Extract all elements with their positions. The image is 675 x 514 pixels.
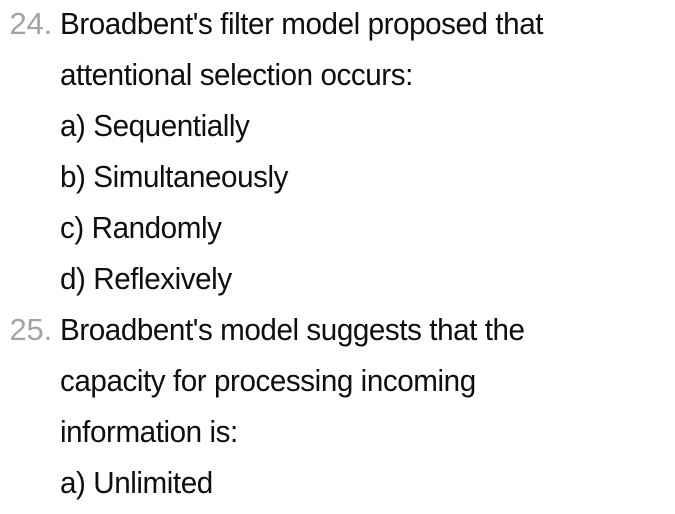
question-25-number: 25. [9, 312, 53, 347]
option-label: Randomly [91, 210, 222, 245]
question-24-option-d[interactable]: d) Reflexively [0, 259, 675, 310]
option-letter: b) [60, 159, 86, 194]
question-24-option-b-text: b) Simultaneously [60, 157, 288, 197]
option-label: Simultaneously [93, 159, 289, 194]
question-24-option-a[interactable]: a) Sequentially [0, 106, 675, 157]
option-letter: a) [60, 108, 86, 143]
question-25-option-a[interactable]: a) Unlimited [0, 463, 675, 514]
question-25-prompt-line-1: Broadbent's model suggests that the [60, 312, 525, 347]
option-letter: d) [60, 261, 86, 296]
question-24-option-c-text: c) Randomly [60, 208, 222, 248]
question-24-prompt-line-2: attentional selection occurs: [60, 57, 413, 92]
question-24-option-a-text: a) Sequentially [60, 106, 250, 146]
question-24-line-1: 24. Broadbent's filter model proposed th… [0, 4, 675, 55]
option-letter: a) [60, 465, 86, 500]
option-label: Unlimited [93, 465, 213, 500]
question-24-option-d-text: d) Reflexively [60, 259, 232, 299]
question-25-prompt-line-3: information is: [60, 414, 238, 449]
question-25-option-a-text: a) Unlimited [60, 463, 213, 503]
question-24-number: 24. [9, 6, 53, 41]
question-25-line-3: information is: [0, 412, 675, 463]
option-label: Sequentially [93, 108, 250, 143]
question-24-line-2: attentional selection occurs: [0, 55, 675, 106]
question-24-option-b[interactable]: b) Simultaneously [0, 157, 675, 208]
question-24-option-c[interactable]: c) Randomly [0, 208, 675, 259]
question-25-prompt-line-2: capacity for processing incoming [60, 363, 476, 398]
question-25-line-1: 25. Broadbent's model suggests that the [0, 310, 675, 361]
question-25-line-2: capacity for processing incoming [0, 361, 675, 412]
question-24-prompt-line-1: Broadbent's filter model proposed that [60, 6, 544, 41]
option-label: Reflexively [93, 261, 232, 296]
option-letter: c) [60, 210, 84, 245]
